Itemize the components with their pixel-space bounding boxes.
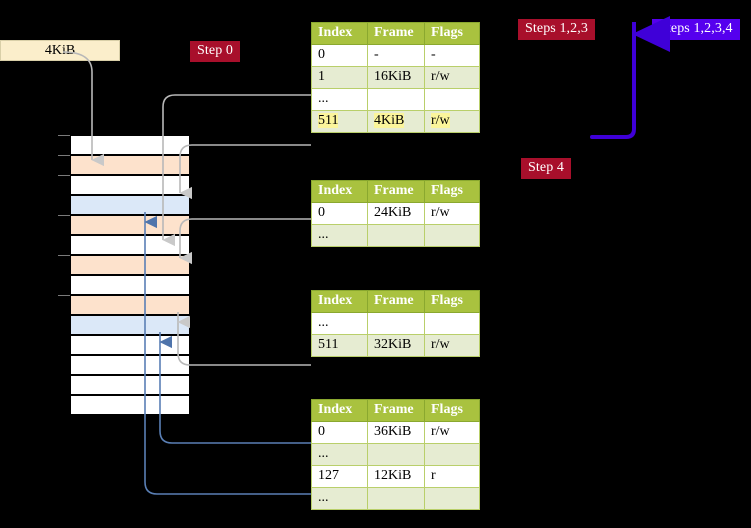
table-cell [424, 88, 480, 111]
memory-frame-row [70, 375, 190, 395]
steps-123-badge: Steps 1,2,3 [518, 19, 595, 40]
wire-memory-to-pd [177, 312, 311, 366]
table-cell: - [367, 44, 425, 67]
table-header-flags: Flags [424, 399, 480, 422]
table-header-flags: Flags [424, 22, 480, 45]
table-header-flags: Flags [424, 180, 480, 203]
table-cell: 24KiB [367, 202, 425, 225]
table-cell [367, 88, 425, 111]
table-cell [424, 312, 480, 335]
table-cell: r/w [424, 421, 480, 444]
memory-frame-row [70, 355, 190, 375]
table-cell: 0 [311, 202, 368, 225]
table-header-index: Index [311, 399, 368, 422]
memory-frame-row [70, 275, 190, 295]
table-cell: 32KiB [367, 334, 425, 357]
table-header-frame: Frame [367, 180, 425, 203]
steps-bracket-arrow [590, 16, 670, 139]
highlighted-value: 511 [318, 113, 339, 128]
memory-frame-row [70, 195, 190, 215]
table-cell: r/w [424, 202, 480, 225]
table-cell: 0 [311, 421, 368, 444]
physical-memory-column [58, 135, 190, 415]
table-cell: ... [311, 88, 368, 111]
table-cell: 511 [311, 110, 368, 133]
table-row: ... [311, 443, 480, 466]
table-cell: 127 [311, 465, 368, 488]
memory-frame-row [70, 315, 190, 335]
highlighted-value: r/w [431, 113, 450, 128]
table-header-index: Index [311, 180, 368, 203]
step-0-badge: Step 0 [190, 41, 240, 62]
memory-frame-row [70, 135, 190, 155]
table-cell: r [424, 465, 480, 488]
table-header-index: Index [311, 290, 368, 313]
memory-row-tick [58, 135, 70, 136]
steps-1234-badge: Steps 1,2,3,4 [652, 19, 740, 40]
table-cell: ... [311, 312, 368, 335]
memory-frame-row [70, 335, 190, 355]
memory-frame-row [70, 175, 190, 195]
memory-row-tick [58, 175, 70, 176]
table-row: 511 4KiB r/w [311, 110, 480, 133]
table-row: ... [311, 88, 480, 111]
memory-frame-row [70, 235, 190, 255]
table-cell [424, 443, 480, 466]
memory-row-tick [58, 155, 70, 156]
table-cell: 12KiB [367, 465, 425, 488]
table-cell [424, 487, 480, 510]
table-cell [367, 487, 425, 510]
table-cell: ... [311, 443, 368, 466]
table-header-frame: Frame [367, 22, 425, 45]
table-cell [367, 224, 425, 247]
table-cell: r/w [424, 334, 480, 357]
table-cell: 1 [311, 66, 368, 89]
table-cell: ... [311, 487, 368, 510]
table-row: ... [311, 487, 480, 510]
highlighted-value: 4KiB [374, 113, 405, 128]
table-cell [367, 443, 425, 466]
table-header-flags: Flags [424, 290, 480, 313]
table-cell: r/w [424, 110, 480, 133]
table-cell: 511 [311, 334, 368, 357]
table-header-frame: Frame [367, 290, 425, 313]
memory-frame-row [70, 255, 190, 275]
table-cell: 16KiB [367, 66, 425, 89]
table-header-frame: Frame [367, 399, 425, 422]
memory-row-tick [58, 295, 70, 296]
wire-pdpt-to-memory [179, 218, 311, 265]
table-cell: - [424, 44, 480, 67]
memory-frame-row [70, 155, 190, 175]
step-4-badge: Step 4 [521, 158, 571, 179]
table-cell: 36KiB [367, 421, 425, 444]
memory-frame-row [70, 295, 190, 315]
kib-frame-box: 4KiB [0, 40, 120, 61]
memory-row-tick [58, 255, 70, 256]
table-cell: ... [311, 224, 368, 247]
table-row: ... [311, 224, 480, 247]
table-cell [424, 224, 480, 247]
table-row: 0-- [311, 44, 480, 67]
table-row: ... [311, 312, 480, 335]
table-header-index: Index [311, 22, 368, 45]
memory-frame-row [70, 215, 190, 235]
memory-frame-row [70, 395, 190, 415]
table-cell [367, 312, 425, 335]
table-cell: 0 [311, 44, 368, 67]
memory-row-tick [58, 215, 70, 216]
table-cell: r/w [424, 66, 480, 89]
wire-memory-to-pdpt [179, 144, 311, 200]
table-cell: 4KiB [367, 110, 425, 133]
